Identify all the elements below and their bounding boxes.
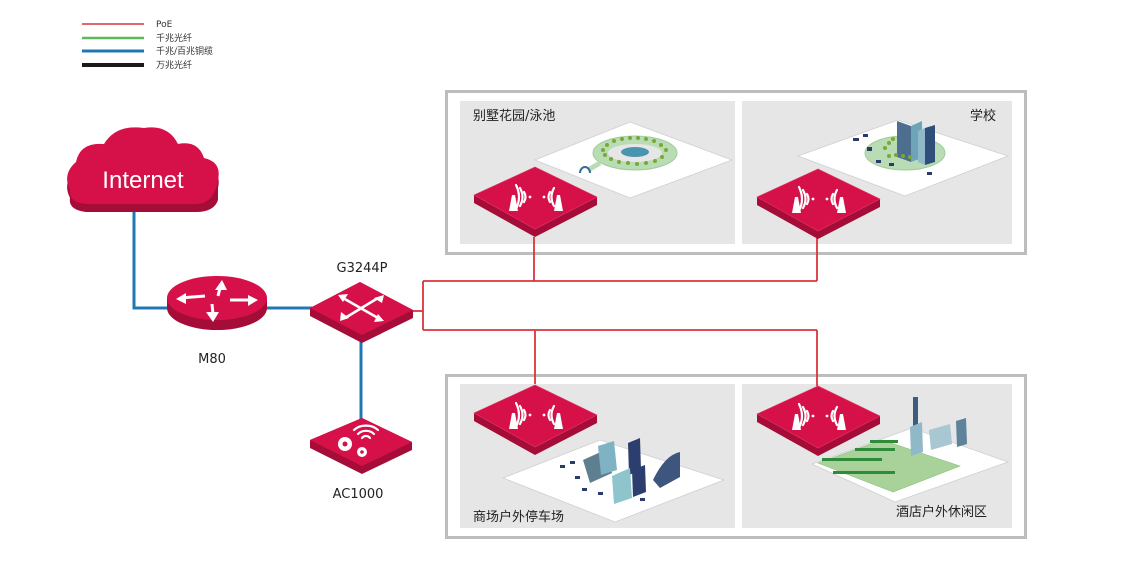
internet-cloud[interactable]: Internet (67, 127, 219, 212)
cloud-icon (67, 127, 219, 212)
link-internet-router (132, 212, 175, 310)
legend-item-gigabit-fiber: 千兆光纤 (82, 32, 192, 44)
scene-label: 商场户外停车场 (473, 509, 564, 525)
internet-label: Internet (102, 167, 184, 194)
router-arrows-icon (167, 276, 267, 320)
scene-label: 别墅花园/泳池 (473, 108, 555, 124)
hotel-tower-illustration (913, 397, 918, 437)
arch-gate-illustration (579, 166, 591, 174)
router-label: M80 (198, 352, 226, 367)
controller-label: AC1000 (333, 487, 384, 502)
hotel-lawn (817, 439, 961, 493)
switch-label: G3244P (337, 261, 388, 276)
legend-label: PoE (156, 20, 173, 30)
scene-label: 学校 (970, 108, 996, 124)
cars (853, 134, 932, 175)
poe-links (412, 237, 818, 386)
gears-wifi-icon (310, 418, 412, 466)
legend-label: 万兆光纤 (156, 59, 192, 71)
legend-label: 千兆/百兆铜缆 (156, 45, 213, 57)
school-building-illustration (897, 121, 911, 162)
legend-item-copper: 千兆/百兆铜缆 (82, 45, 213, 57)
router-m80[interactable]: M80 (167, 276, 267, 367)
tree-ring (601, 136, 668, 166)
legend: PoE 千兆光纤 千兆/百兆铜缆 万兆光纤 (82, 20, 213, 71)
tree-rows (822, 440, 898, 474)
scene-panel-villa-pool: 别墅花园/泳池 (460, 101, 735, 244)
links (132, 212, 818, 425)
legend-item-poe: PoE (82, 20, 173, 30)
pool-water (621, 147, 649, 157)
legend-item-10g-fiber: 万兆光纤 (82, 59, 192, 71)
cars (560, 461, 645, 501)
controller-ac1000[interactable]: AC1000 (310, 418, 412, 502)
legend-label: 千兆光纤 (156, 32, 192, 44)
scene-label: 酒店户外休闲区 (896, 504, 987, 520)
scene-panel-school: 学校 (742, 101, 1012, 244)
switch-g3244p[interactable]: G3244P (310, 261, 413, 343)
